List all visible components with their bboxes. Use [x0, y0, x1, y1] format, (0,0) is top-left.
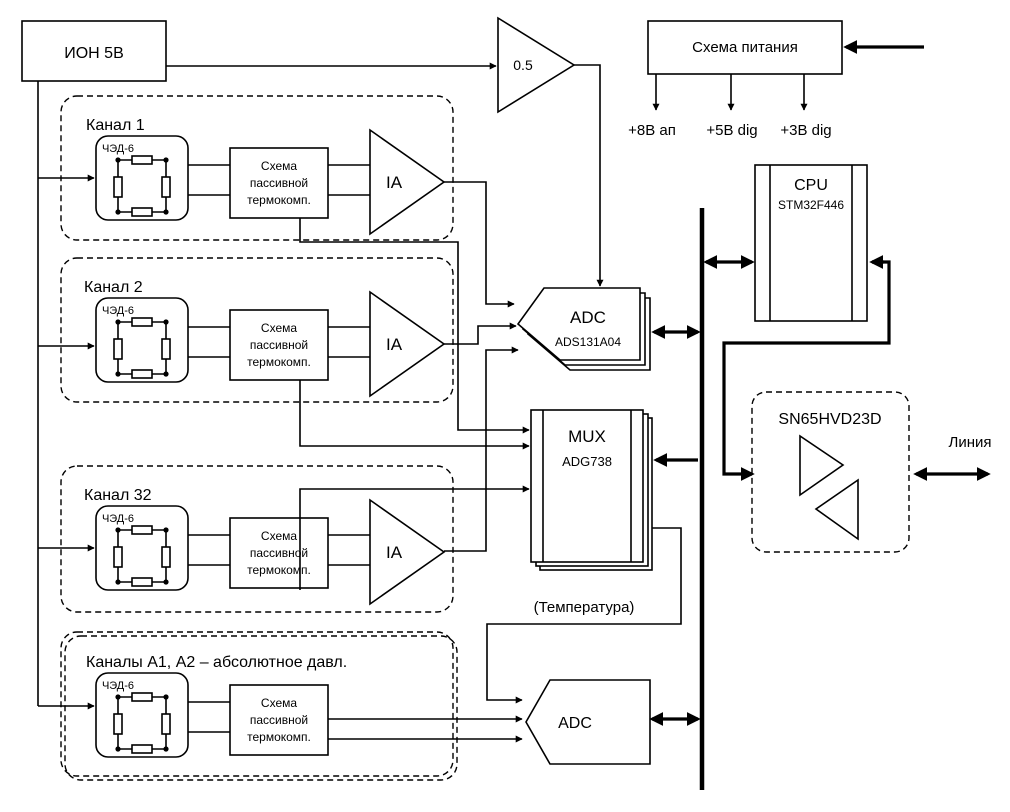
svg-text:пассивной: пассивной: [250, 546, 308, 560]
channel-1: Канал 1 ЧЭД-6 Схема пассивной термокомп.…: [60, 95, 454, 241]
svg-text:Схема: Схема: [261, 159, 297, 173]
adc-main-title: ADC: [570, 308, 606, 327]
channel-32-label: Канал 32: [84, 487, 152, 504]
power-label: Схема питания: [692, 39, 798, 56]
channel-abs-label: Каналы А1, А2 – абсолютное давл.: [86, 654, 347, 671]
svg-text:термокомп.: термокомп.: [247, 730, 311, 744]
mux-title: MUX: [568, 427, 606, 446]
cpu: CPU STM32F446: [754, 164, 868, 322]
adc-temp: ADC: [525, 679, 651, 765]
sensor-label: ЧЭД-6: [102, 143, 134, 155]
svg-text:ЧЭД-6: ЧЭД-6: [102, 305, 134, 317]
channel-2-label: Канал 2: [84, 279, 143, 296]
svg-text:Схема: Схема: [261, 696, 297, 710]
svg-text:пассивной: пассивной: [250, 338, 308, 352]
power-out-5v: +5В dig: [706, 122, 757, 139]
adc-main: ADC ADS131A04: [516, 287, 651, 371]
svg-text:Схема: Схема: [261, 529, 297, 543]
svg-text:термокомп.: термокомп.: [247, 193, 311, 207]
ia-label: IA: [386, 173, 403, 192]
svg-text:ЧЭД-6: ЧЭД-6: [102, 513, 134, 525]
cpu-title: CPU: [794, 177, 828, 194]
svg-text:Схема: Схема: [261, 321, 297, 335]
svg-text:ЧЭД-6: ЧЭД-6: [102, 680, 134, 692]
channel-2: Канал 2 ЧЭД-6 Схема пассивной термокомп.…: [60, 257, 454, 403]
svg-text:пассивной: пассивной: [250, 713, 308, 727]
power-block: [647, 20, 843, 75]
svg-text:пассивной: пассивной: [250, 176, 308, 190]
temperature-label: (Температура): [534, 599, 635, 616]
channel-1-label: Канал 1: [86, 117, 145, 134]
cpu-sub: STM32F446: [778, 198, 844, 212]
svg-text:IA: IA: [386, 543, 403, 562]
svg-text:IA: IA: [386, 335, 403, 354]
ion-label: ИОН 5В: [64, 45, 124, 62]
line-label: Линия: [948, 434, 991, 451]
power-out-3v: +3В dig: [780, 122, 831, 139]
channel-abs: Каналы А1, А2 – абсолютное давл. ЧЭД-6 С…: [60, 631, 458, 781]
ion-block: [21, 20, 167, 82]
channel-32: Канал 32 ЧЭД-6 Схема пассивной термокомп…: [60, 465, 454, 613]
power-out-analog: +8В ап: [628, 122, 676, 139]
transceiver-title: SN65HVD23D: [778, 411, 881, 428]
svg-text:термокомп.: термокомп.: [247, 355, 311, 369]
gain-amplifier: [497, 16, 576, 114]
mux-sub: ADG738: [562, 454, 612, 469]
svg-text:термокомп.: термокомп.: [247, 563, 311, 577]
mux: MUX ADG738: [530, 409, 653, 571]
gain-label: 0.5: [513, 57, 533, 73]
transceiver: SN65HVD23D: [751, 391, 910, 553]
adc-temp-title: ADC: [558, 715, 592, 732]
adc-main-sub: ADS131A04: [555, 335, 621, 349]
